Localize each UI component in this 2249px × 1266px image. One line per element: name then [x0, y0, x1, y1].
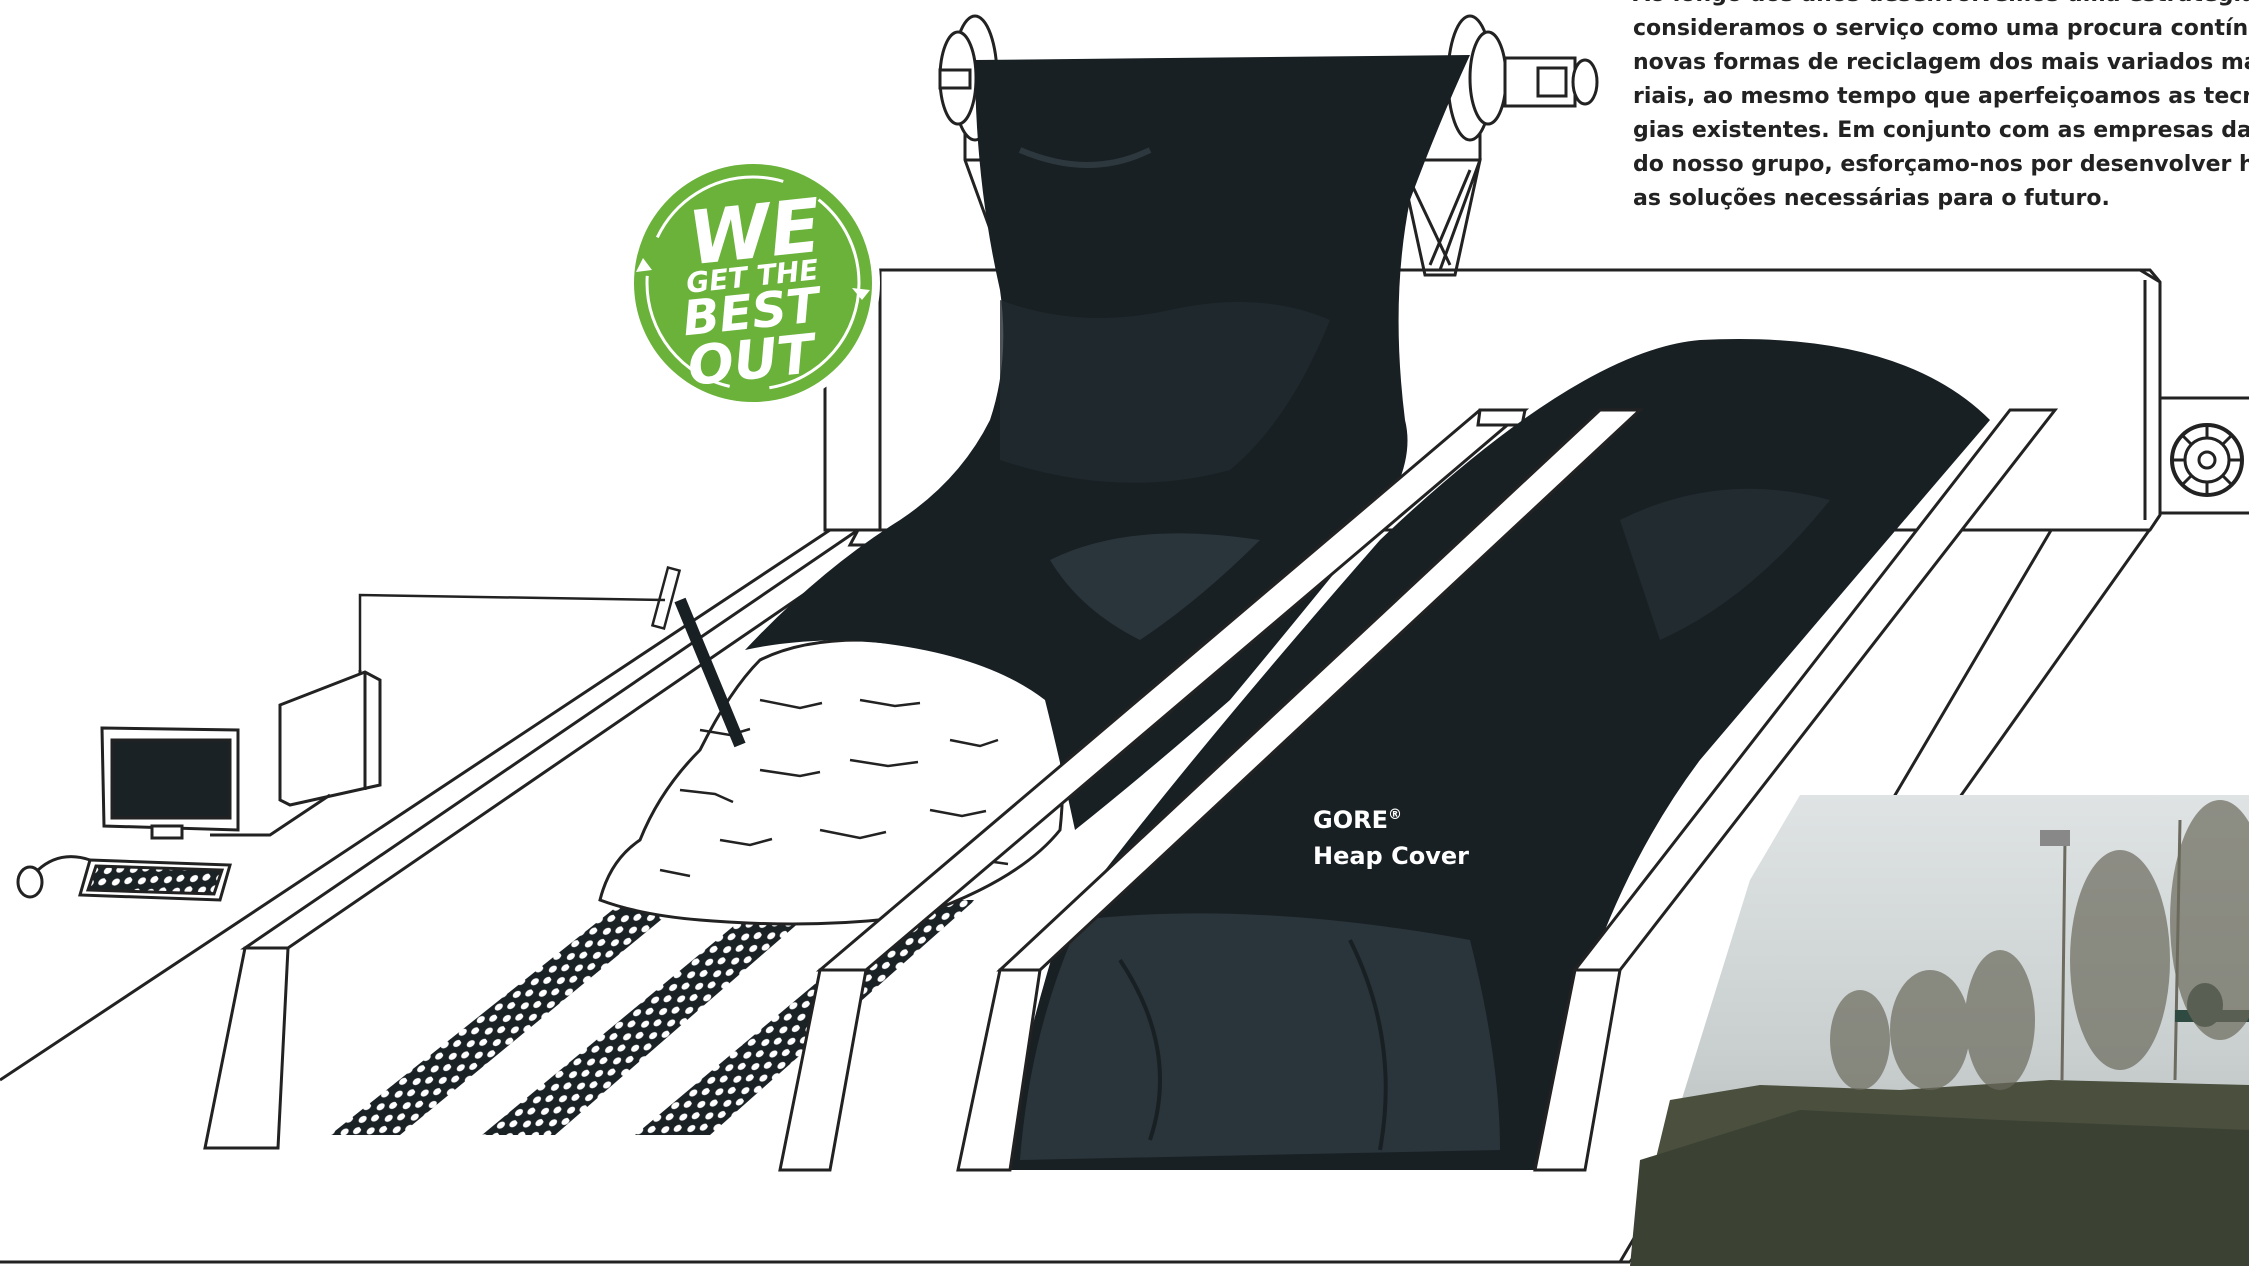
fan-icon — [2160, 398, 2249, 513]
registered-mark: ® — [1388, 807, 1402, 823]
we-get-the-best-out-badge: WE GET THE BEST OUT — [626, 156, 880, 410]
winder-reel-right — [1448, 16, 1597, 140]
gore-heap-cover-label: GORE® Heap Cover — [1313, 797, 1469, 874]
gore-brand: GORE — [1313, 806, 1388, 834]
heap-cover-text: Heap Cover — [1313, 838, 1469, 874]
heap-cover-photo — [1630, 795, 2249, 1266]
